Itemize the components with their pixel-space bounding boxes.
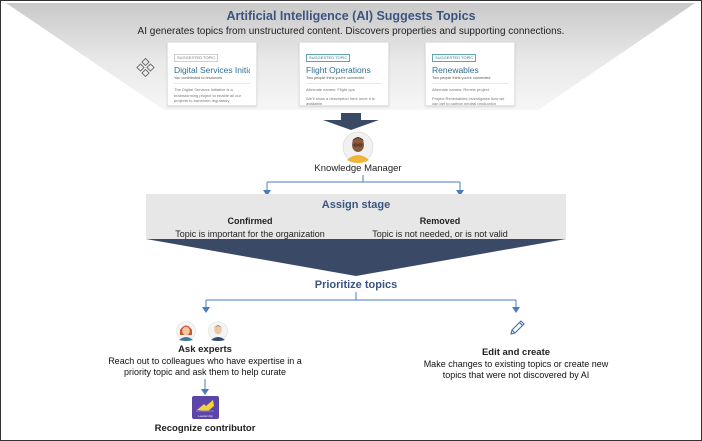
topic-description: The Digital Services Initiative is a bra… xyxy=(174,87,247,106)
pencil-icon xyxy=(510,320,525,335)
ask-experts-text-line1: Reach out to colleagues who have experti… xyxy=(108,356,302,366)
topic-description: We'll show a description here once it is… xyxy=(306,95,375,106)
prioritize-title: Prioritize topics xyxy=(314,279,398,291)
topic-title: Flight Operations xyxy=(306,65,371,75)
confirmed-title: Confirmed xyxy=(227,216,273,226)
contributor-badge-icon: Leadership xyxy=(192,396,219,419)
person-avatar-icon xyxy=(342,131,374,163)
ai-section-title: Artificial Intelligence (AI) Suggests To… xyxy=(226,9,476,23)
edit-create-title: Edit and create xyxy=(481,347,551,358)
assign-stage-box xyxy=(146,194,566,239)
split-connector xyxy=(263,175,464,196)
topic-card-flight-operations[interactable]: SUGGESTED TOPIC Flight Operations Two pe… xyxy=(299,42,389,106)
topic-alternate-names: Alternate names: Renew project xyxy=(432,87,489,92)
topic-card-renewables[interactable]: SUGGESTED TOPIC Renewables Two people th… xyxy=(425,42,515,106)
edit-create-text-line1: Make changes to existing topics or creat… xyxy=(423,359,609,369)
topic-tag: SUGGESTED TOPIC xyxy=(306,54,351,62)
topic-meta: Two people think you're connected xyxy=(432,76,508,84)
expert-avatar-female-icon xyxy=(176,321,196,341)
badge-graphic xyxy=(196,400,214,412)
topic-description: Project Renewables investigates how we c… xyxy=(432,95,505,106)
prioritize-funnel xyxy=(146,239,566,276)
down-arrow-icon xyxy=(323,113,379,130)
topic-title: Digital Services Initiat... xyxy=(174,65,250,75)
diamond-cluster-icon xyxy=(136,58,155,78)
confirmed-text: Topic is important for the organization xyxy=(175,229,325,239)
edit-create-text-line2: topics that were not discovered by AI xyxy=(442,370,590,380)
assign-stage-title: Assign stage xyxy=(321,199,391,211)
removed-title: Removed xyxy=(419,216,461,226)
topic-card-digital-services[interactable]: SUGGESTED TOPIC Digital Services Initiat… xyxy=(167,42,257,106)
badge-caption: Leadership xyxy=(198,414,213,418)
ai-section-subtitle: AI generates topics from unstructured co… xyxy=(137,26,565,37)
prioritize-connector xyxy=(202,292,520,313)
topic-tag: SUGGESTED TOPIC xyxy=(432,54,477,62)
recognize-arrow xyxy=(201,379,209,395)
ask-experts-title: Ask experts xyxy=(178,344,232,355)
topic-meta: Two people think you're connected xyxy=(306,76,382,84)
knowledge-manager-label: Knowledge Manager xyxy=(314,163,402,174)
topic-alternate-names: Alternate names: Flight ops xyxy=(306,87,355,92)
removed-text: Topic is not needed, or is not valid xyxy=(372,229,508,239)
expert-avatar-male-icon xyxy=(208,321,228,341)
ask-experts-text-line2: priority topic and ask them to help cura… xyxy=(123,367,287,377)
recognize-contributor-title: Recognize contributor xyxy=(154,423,256,434)
topic-title: Renewables xyxy=(432,65,479,75)
topic-tag: SUGGESTED TOPIC xyxy=(174,54,219,62)
topic-meta: You contributed to resources xyxy=(174,76,250,84)
